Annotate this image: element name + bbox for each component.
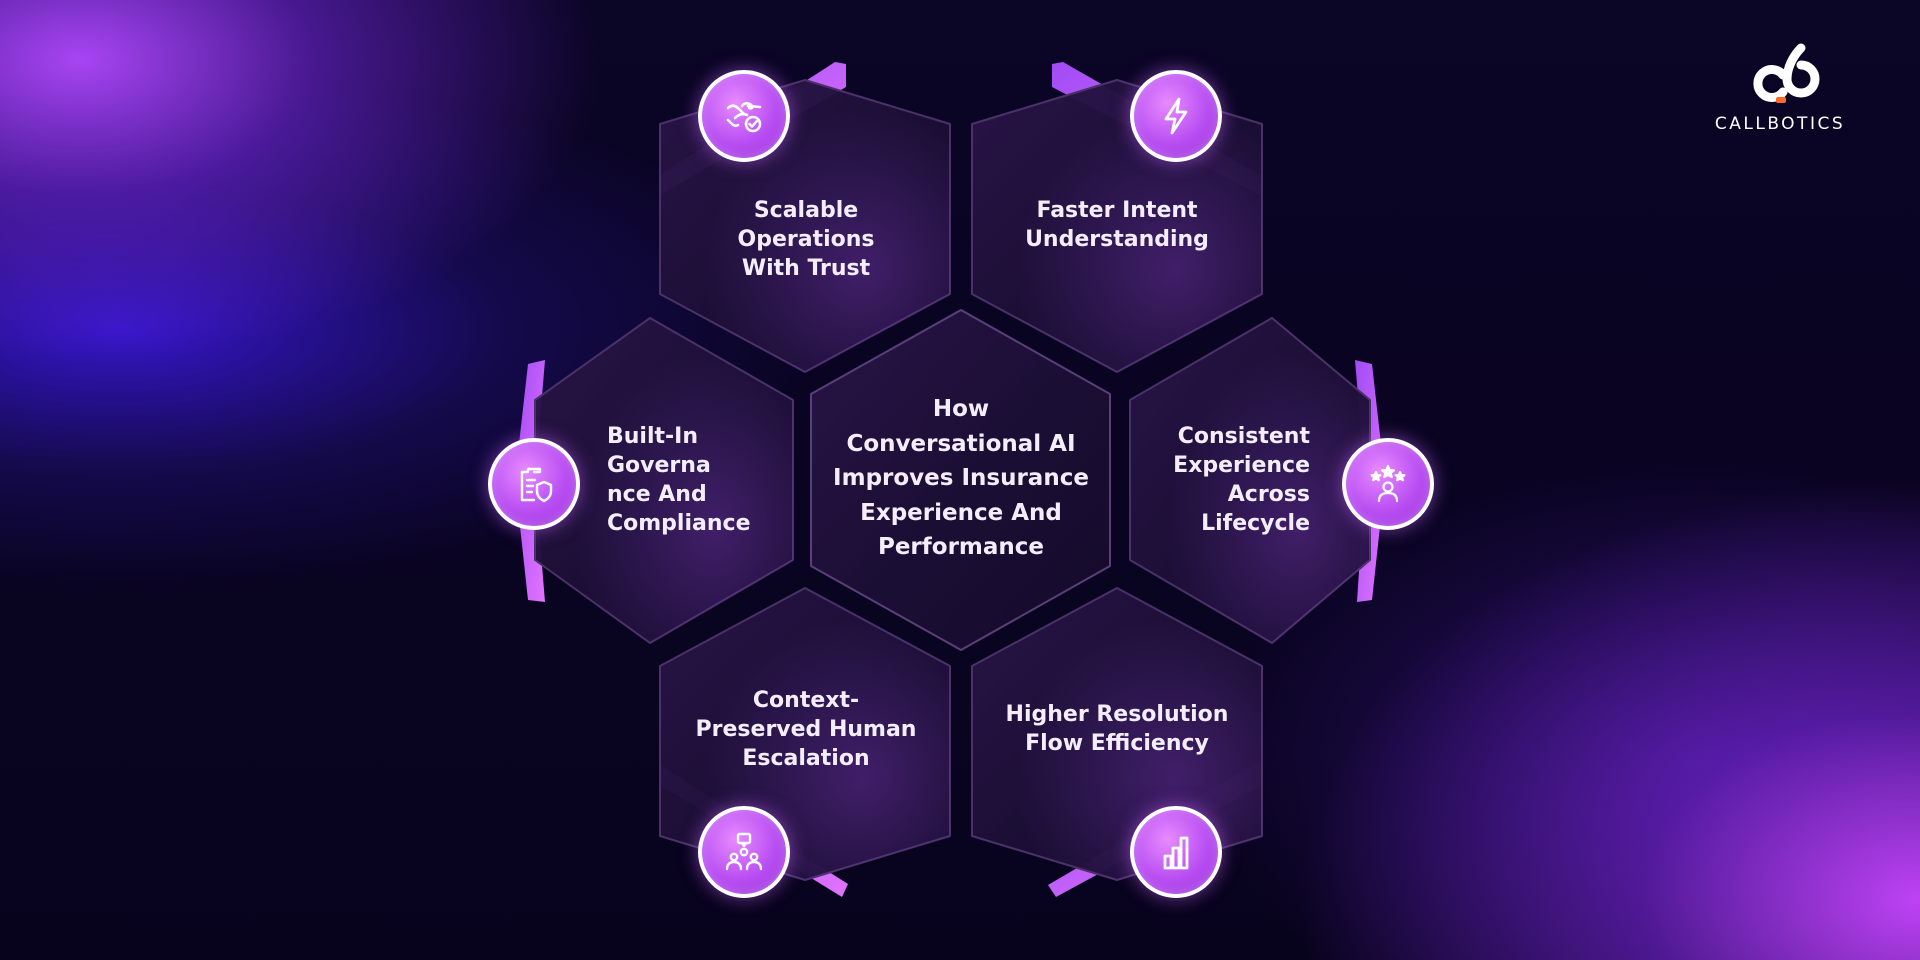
hexagon-consistent-experience — [1129, 317, 1371, 644]
user-stars-icon — [1342, 438, 1434, 530]
label-faster-intent: Faster Intent Understanding — [1025, 198, 1209, 252]
callbotics-wordmark: CALLBOTICS — [1714, 114, 1846, 134]
callbotics-logo: CALLBOTICS — [1695, 42, 1865, 137]
bar-chart-icon — [1130, 806, 1222, 898]
label-scalable-operations: Scalable Operations With Trust — [737, 198, 875, 281]
center-title: How Conversational AI Improves Insurance… — [833, 396, 1089, 560]
hexagon-center — [810, 309, 1111, 651]
label-context-escalation: Context- Preserved Human Escalation — [695, 688, 917, 771]
hexagon-governance — [534, 317, 794, 644]
label-consistent-experience: Consistent Experience Across Lifecycle — [1173, 424, 1310, 536]
lightning-bolt-icon — [1130, 70, 1222, 162]
hexagon-higher-resolution — [971, 587, 1263, 881]
clipboard-shield-icon — [488, 438, 580, 530]
label-governance: Built-In Governa nce And Compliance — [607, 424, 751, 536]
label-higher-resolution: Higher Resolution Flow Efficiency — [1005, 702, 1229, 756]
callbotics-logo-mark — [1753, 43, 1820, 103]
team-chat-icon — [698, 806, 790, 898]
handshake-check-icon — [698, 70, 790, 162]
